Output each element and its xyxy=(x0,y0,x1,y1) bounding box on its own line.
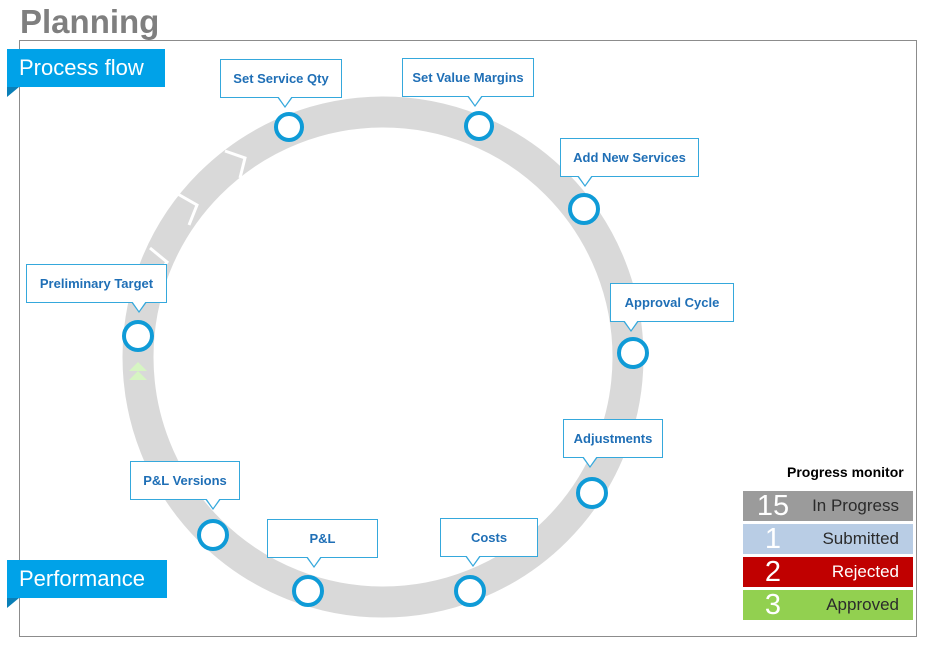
rejected-count: 2 xyxy=(764,556,782,588)
tab-performance[interactable]: Performance xyxy=(7,560,167,608)
progress-row-in-progress[interactable]: 15 In Progress xyxy=(743,491,913,521)
callout-costs[interactable]: Costs xyxy=(440,518,538,567)
in-progress-label: In Progress xyxy=(812,496,899,515)
start-marker-icon xyxy=(129,371,147,380)
callout-preliminary-target[interactable]: Preliminary Target xyxy=(26,264,167,313)
step-node-add-new-services[interactable] xyxy=(568,193,600,225)
submitted-label: Submitted xyxy=(822,529,899,548)
callout-approval-cycle[interactable]: Approval Cycle xyxy=(610,283,734,332)
approved-count: 3 xyxy=(764,589,782,621)
callout-set-service-qty[interactable]: Set Service Qty xyxy=(220,59,342,108)
callout-pl[interactable]: P&L xyxy=(267,519,378,568)
start-marker-icon xyxy=(129,362,147,371)
approved-label: Approved xyxy=(826,595,899,614)
step-node-preliminary-target[interactable] xyxy=(122,320,154,352)
in-progress-count: 15 xyxy=(756,490,790,522)
submitted-count: 1 xyxy=(764,523,782,555)
tab-process-flow[interactable]: Process flow xyxy=(7,49,165,97)
progress-chevron-icon xyxy=(224,149,247,179)
progress-row-submitted[interactable]: 1 Submitted xyxy=(743,524,913,554)
progress-monitor-title: Progress monitor xyxy=(787,464,904,480)
callout-adjustments[interactable]: Adjustments xyxy=(563,419,663,468)
callout-set-value-margins[interactable]: Set Value Margins xyxy=(402,58,534,107)
callout-pl-versions[interactable]: P&L Versions xyxy=(130,461,240,510)
progress-row-approved[interactable]: 3 Approved xyxy=(743,590,913,620)
progress-chevron-icon xyxy=(175,191,199,226)
step-node-set-value-margins[interactable] xyxy=(464,111,494,141)
step-node-approval-cycle[interactable] xyxy=(617,337,649,369)
progress-row-rejected[interactable]: 2 Rejected xyxy=(743,557,913,587)
step-node-costs[interactable] xyxy=(454,575,486,607)
step-node-pl-versions[interactable] xyxy=(197,519,229,551)
step-node-pl[interactable] xyxy=(292,575,324,607)
step-node-adjustments[interactable] xyxy=(576,477,608,509)
content-frame xyxy=(19,40,917,637)
step-node-set-service-qty[interactable] xyxy=(274,112,304,142)
page-title: Planning xyxy=(20,3,160,40)
rejected-label: Rejected xyxy=(831,562,899,581)
callout-add-new-services[interactable]: Add New Services xyxy=(560,138,699,187)
